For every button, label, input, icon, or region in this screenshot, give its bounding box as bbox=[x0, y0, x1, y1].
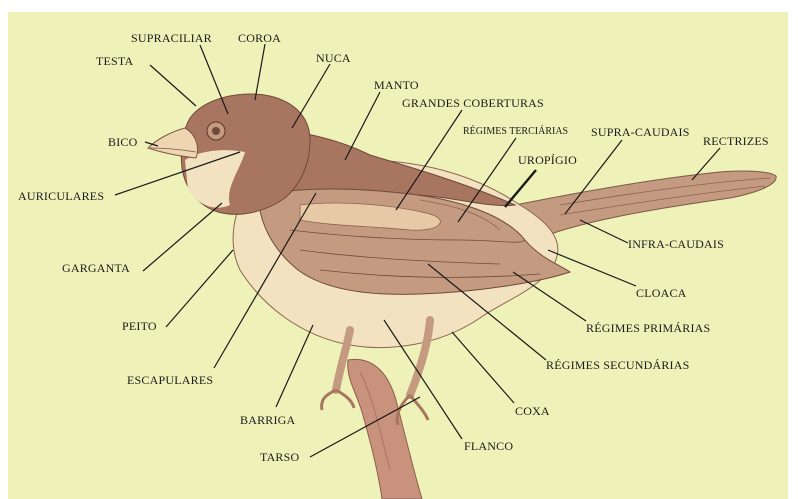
label-supraciliar: SUPRACILIAR bbox=[131, 31, 212, 45]
line-manto bbox=[345, 92, 380, 160]
label-testa: TESTA bbox=[96, 54, 134, 68]
label-regimes-terciarias: RÉGIMES TERCIÁRIAS bbox=[463, 125, 568, 137]
label-flanco: FLANCO bbox=[464, 439, 513, 453]
label-tarso: TARSO bbox=[260, 450, 300, 464]
line-coroa bbox=[255, 44, 265, 100]
branch bbox=[348, 359, 422, 499]
label-regimes-primarias: RÉGIMES PRIMÁRIAS bbox=[586, 321, 710, 335]
line-garganta bbox=[143, 203, 222, 271]
label-uropigio: UROPÍGIO bbox=[518, 153, 577, 167]
label-auriculares: AURICULARES bbox=[18, 189, 104, 203]
label-infra-caudais: INFRA-CAUDAIS bbox=[628, 237, 724, 251]
label-barriga: BARRIGA bbox=[240, 413, 296, 427]
label-grandes-coberturas: GRANDES COBERTURAS bbox=[402, 96, 544, 110]
label-coxa: COXA bbox=[515, 404, 550, 418]
label-supra-caudais: SUPRA-CAUDAIS bbox=[591, 125, 690, 139]
label-garganta: GARGANTA bbox=[62, 261, 130, 275]
line-testa bbox=[150, 65, 196, 106]
label-escapulares: ESCAPULARES bbox=[127, 373, 213, 387]
label-regimes-secundarias: RÉGIMES SECUNDÁRIAS bbox=[546, 358, 689, 372]
bird-beak bbox=[148, 128, 198, 158]
line-nuca bbox=[292, 64, 330, 128]
line-regimes-primarias bbox=[513, 272, 586, 321]
line-barriga bbox=[276, 325, 313, 407]
label-cloaca: CLOACA bbox=[636, 286, 687, 300]
label-bico: BICO bbox=[108, 135, 138, 149]
label-manto: MANTO bbox=[374, 78, 419, 92]
line-infra-caudais bbox=[580, 220, 628, 243]
label-rectrizes: RECTRIZES bbox=[703, 134, 769, 148]
line-peito bbox=[166, 250, 233, 327]
line-coxa bbox=[452, 332, 514, 403]
label-nuca: NUCA bbox=[316, 51, 351, 65]
label-coroa: COROA bbox=[238, 31, 281, 45]
label-peito: PEITO bbox=[122, 319, 157, 333]
